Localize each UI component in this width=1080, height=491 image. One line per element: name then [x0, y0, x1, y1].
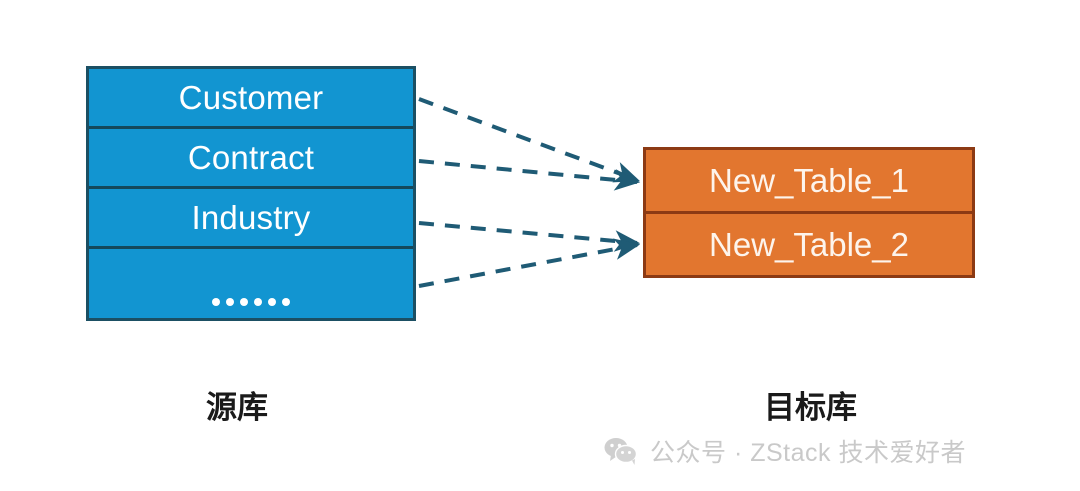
connector-contract-to-new-table-1 [418, 159, 641, 191]
target-row-label: New_Table_1 [709, 161, 909, 199]
target-database-table: New_Table_1 New_Table_2 [643, 147, 975, 278]
watermark: 公众号 · ZStack 技术爱好者 [604, 433, 966, 469]
source-row-label: Contract [187, 138, 315, 176]
source-table-row-contract: Contract [89, 129, 413, 189]
source-row-label: Industry [191, 198, 311, 236]
source-table-row-customer: Customer [89, 69, 413, 129]
source-table-row-industry: Industry [89, 189, 413, 249]
target-table-row-new-table-1: New_Table_1 [646, 150, 972, 214]
target-table-row-new-table-2: New_Table_2 [646, 214, 972, 275]
wechat-icon [604, 438, 638, 465]
connector-industry-to-new-table-2 [418, 221, 641, 252]
source-database-table: Customer Contract Industry [86, 66, 416, 321]
source-row-label: Customer [178, 78, 324, 116]
target-row-label: New_Table_2 [709, 225, 909, 263]
ellipsis-dots-icon [212, 298, 290, 306]
target-database-caption: 目标库 [764, 390, 857, 425]
connector-customer-to-new-table-1 [418, 97, 640, 183]
source-database-caption: 源库 [206, 390, 268, 425]
source-table-row-more [89, 249, 413, 318]
connector-more-to-new-table-2 [418, 238, 641, 288]
watermark-text: 公众号 · ZStack 技术爱好者 [650, 439, 966, 467]
